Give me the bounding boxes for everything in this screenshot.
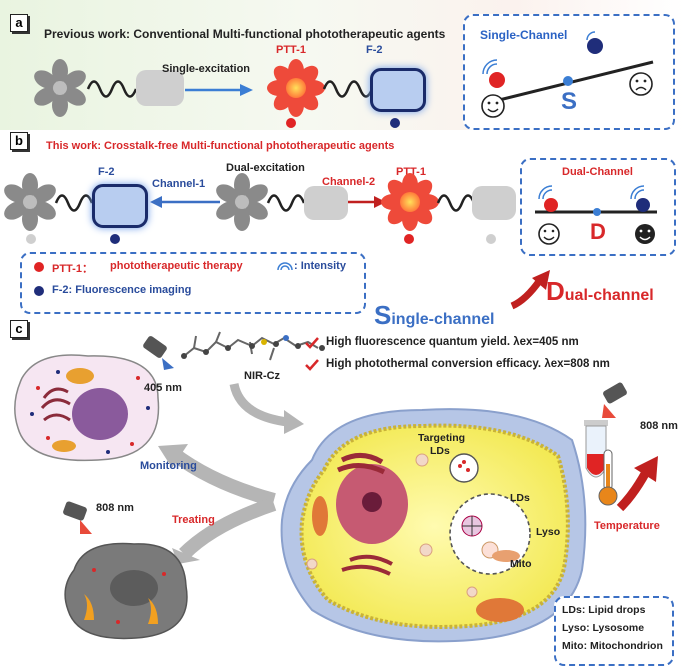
cell-imaging <box>14 354 160 462</box>
fluorophore-grey-a <box>136 70 184 106</box>
dual-channel-letter: D <box>590 219 606 244</box>
cell-treated <box>64 542 188 640</box>
happy-face-icon <box>538 223 560 245</box>
arrow-right-blue-a <box>185 84 253 96</box>
arrow-left-blue-b <box>150 196 220 208</box>
single-excitation-label: Single-excitation <box>162 63 251 75</box>
dual-excitation-label: Dual-excitation <box>226 162 305 174</box>
legend-box-b <box>20 252 366 314</box>
ptt1-label-a: PTT-1 <box>276 44 306 56</box>
seesaw-single <box>481 31 654 118</box>
legend-ptt-desc: phototherapeutic therapy <box>110 260 243 272</box>
flower-red-b <box>381 173 439 231</box>
blue-dot-a <box>390 118 400 128</box>
linker-wire-b2 <box>266 194 306 212</box>
red-dot-a <box>286 118 296 128</box>
targeting-label: Targeting <box>418 432 466 444</box>
grey-dot-b3 <box>486 234 496 244</box>
fluorophore-blue-a <box>370 68 426 112</box>
linker-wire-a2 <box>322 80 374 98</box>
laser-808-right-icon <box>602 382 627 418</box>
single-channel-title: Single-Channel <box>480 28 568 42</box>
lyso-label: Lyso <box>536 526 561 538</box>
f2-label-b: F-2 <box>98 166 115 178</box>
happy-face-dark-icon <box>635 224 655 244</box>
legend-lds: LDs: Lipid drops <box>562 604 646 616</box>
panel-label-a: a <box>10 14 28 32</box>
red-dot-b <box>404 234 414 244</box>
treating-label: Treating <box>172 514 215 526</box>
panel-label-b: b <box>10 132 28 150</box>
happy-face-icon <box>481 94 505 118</box>
legend-intensity: : Intensity <box>294 260 346 272</box>
mito-label: Mito <box>510 558 532 570</box>
flower-grey-b2 <box>216 173 268 231</box>
check-icon <box>305 359 319 371</box>
sad-face-icon <box>629 72 653 96</box>
legend-box-c <box>554 596 674 666</box>
flower-grey-b1 <box>4 173 56 231</box>
balance-dual <box>535 185 657 245</box>
single-channel-letter: S <box>561 88 578 115</box>
fluorophore-blue-b <box>92 184 148 228</box>
blue-dot-b <box>110 234 120 244</box>
legend-red-dot <box>34 262 44 272</box>
fluorophore-grey-b3 <box>472 186 516 220</box>
flower-red-a <box>267 59 325 117</box>
molecule-label: NIR-Cz <box>244 370 281 382</box>
dual-channel-heading: Dual-channel <box>546 276 654 306</box>
single-channel-heading: Single-channel <box>374 300 495 330</box>
test-tube-icon <box>584 420 608 478</box>
legend-lyso: Lyso: Lysosome <box>562 622 645 634</box>
feature-2: High photothermal conversion efficacy. λ… <box>326 358 610 370</box>
thermometer-icon <box>598 449 618 506</box>
arrow-to-cell <box>229 382 304 434</box>
cell-large <box>280 408 587 643</box>
arrow-curve-red <box>510 270 550 310</box>
monitoring-label: Monitoring <box>140 460 197 472</box>
panel-b-title: This work: Crosstalk-free Multi-function… <box>46 140 395 152</box>
linker-wire-b1 <box>54 194 94 212</box>
panel-label-c: c <box>10 320 28 338</box>
legend-ptt-label: PTT-1： <box>52 263 93 275</box>
channel1-label: Channel-1 <box>152 178 206 190</box>
grey-dot-b1 <box>26 234 36 244</box>
molecule-structure <box>181 331 325 361</box>
legend-f-label: F-2: Fluorescence imaging <box>52 284 192 296</box>
targeting-lds-label: LDs <box>430 445 450 457</box>
laser-405-icon <box>143 336 174 370</box>
ptt1-label-b: PTT-1 <box>396 166 426 178</box>
linker-wire-a <box>86 80 138 98</box>
laser-405-label: 405 nm <box>144 382 182 394</box>
flower-grey-a <box>34 59 86 117</box>
intensity-icon <box>277 262 293 271</box>
channel2-label: Channel-2 <box>322 176 376 188</box>
arrow-temperature-up <box>616 456 658 512</box>
laser-808-left-icon <box>63 501 92 534</box>
legend-mito: Mito: Mitochondrion <box>562 640 663 652</box>
arrow-right-red-b <box>348 196 386 208</box>
lds-label: LDs <box>510 492 530 504</box>
laser-808-right-label: 808 nm <box>640 420 678 432</box>
linker-wire-b3 <box>436 194 476 212</box>
legend-blue-dot <box>34 286 44 296</box>
temperature-label: Temperature <box>594 520 660 532</box>
feature-1: High fluorescence quantum yield. λex=405… <box>326 336 579 348</box>
fluorophore-grey-b2 <box>304 186 348 220</box>
panel-a-title: Previous work: Conventional Multi-functi… <box>44 27 446 41</box>
laser-808-left-label: 808 nm <box>96 502 134 514</box>
dual-channel-title: Dual-Channel <box>562 166 633 178</box>
check-icon <box>305 337 319 349</box>
f2-label-a: F-2 <box>366 44 383 56</box>
